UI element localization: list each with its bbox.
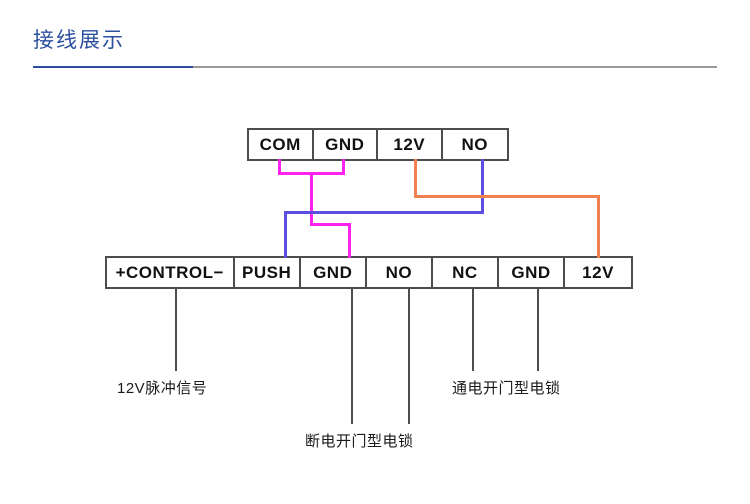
caption-pulse-signal: 12V脉冲信号 <box>117 380 208 397</box>
leader-line-no <box>408 288 410 424</box>
wire-blue-run <box>284 211 484 214</box>
terminal-bottom-12v: 12V <box>582 262 614 282</box>
terminal-bottom-gnd-1: GND <box>301 258 367 287</box>
leader-line-gnd-2 <box>537 288 539 371</box>
title-divider-accent <box>33 66 193 68</box>
controller-terminal-block: COM GND 12V NO <box>247 128 509 161</box>
wire-magenta-to-bottom-gnd <box>348 223 351 258</box>
wire-magenta-com-stub <box>278 159 281 175</box>
terminal-top-gnd: GND <box>314 130 378 159</box>
wire-orange-run <box>414 195 600 198</box>
wire-blue-to-push <box>284 211 287 258</box>
wire-orange-12v-drop <box>414 159 417 198</box>
terminal-bottom-nc: NC <box>433 258 499 287</box>
terminal-bottom-no: NO <box>367 258 433 287</box>
terminal-top-no: NO <box>461 134 488 154</box>
wire-magenta-gnd-stub <box>342 159 345 175</box>
caption-power-on-lock: 通电开门型电锁 <box>452 380 561 397</box>
wire-magenta-jog <box>310 223 351 226</box>
terminal-bottom-push: PUSH <box>235 258 301 287</box>
terminal-bottom-control: +CONTROL− <box>107 258 235 287</box>
leader-line-nc <box>472 288 474 371</box>
wire-orange-to-bottom-12v <box>597 195 600 258</box>
caption-power-off-lock: 断电开门型电锁 <box>305 433 414 450</box>
leader-line-control <box>175 288 177 371</box>
wire-blue-no-drop <box>481 159 484 214</box>
terminal-top-12v: 12V <box>378 130 443 159</box>
leader-line-gnd-1 <box>351 288 353 424</box>
terminal-top-com: COM <box>249 130 314 159</box>
title-divider <box>33 66 717 68</box>
wire-magenta-drop <box>310 172 313 226</box>
page-title: 接线展示 <box>33 29 125 52</box>
terminal-bottom-gnd-2: GND <box>499 258 566 287</box>
device-terminal-block: +CONTROL− PUSH GND NO NC GND 12V <box>105 256 633 289</box>
